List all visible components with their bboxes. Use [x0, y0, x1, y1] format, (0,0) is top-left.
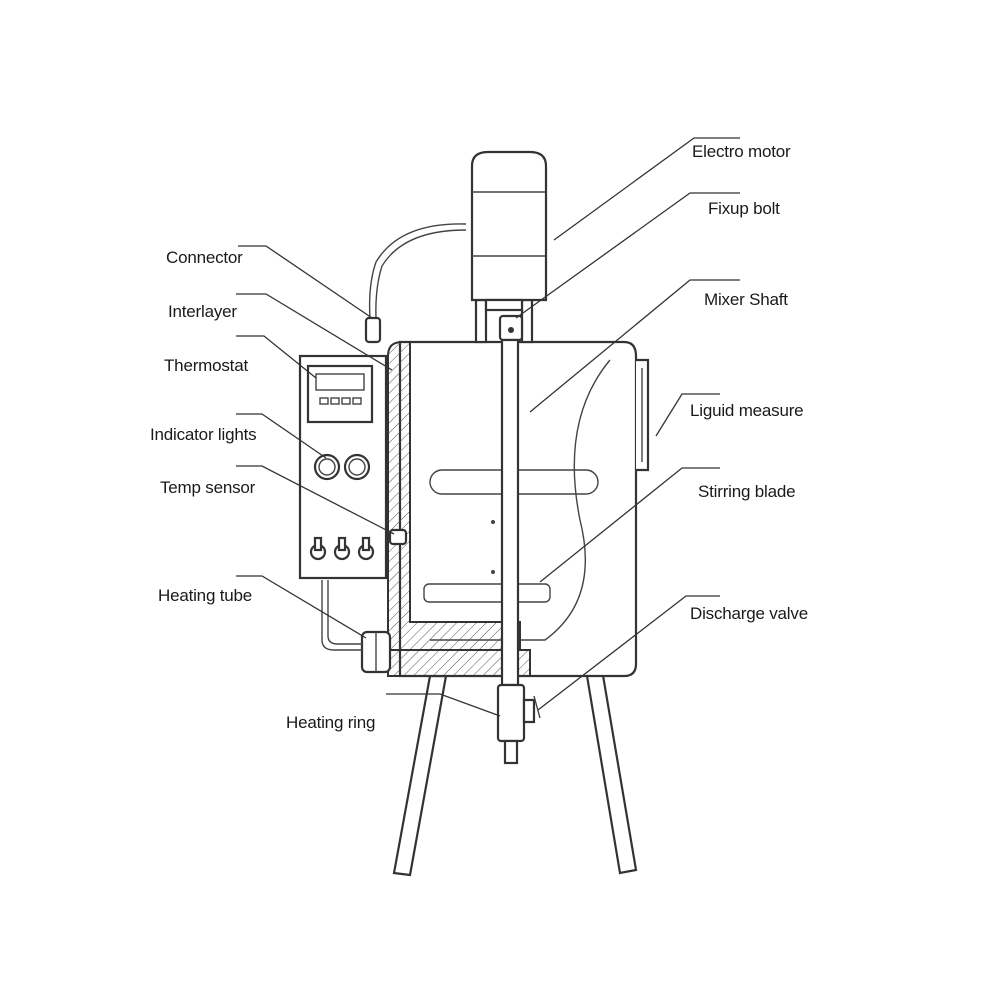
leader-lines	[236, 137, 740, 717]
switches	[309, 536, 375, 561]
heating-tube	[321, 580, 362, 651]
label-fixup-bolt: Fixup bolt	[708, 199, 780, 218]
label-mixer-shaft: Mixer Shaft	[704, 290, 788, 309]
fixup-bolt	[508, 327, 514, 333]
heating-ring	[360, 630, 392, 674]
label-liquid-measure: Liguid measure	[690, 401, 804, 420]
label-connector: Connector	[166, 248, 243, 267]
stirring-blade	[423, 583, 551, 603]
electro-motor	[470, 150, 548, 344]
mixer-shaft	[496, 314, 541, 765]
thermostat-unit	[306, 364, 374, 424]
label-stirring-blade: Stirring blade	[698, 482, 796, 501]
control-box	[298, 354, 388, 580]
discharge-valve	[522, 698, 536, 724]
temp-sensor	[388, 528, 408, 546]
label-temp-sensor: Temp sensor	[160, 478, 256, 497]
label-electro-motor: Electro motor	[692, 142, 791, 161]
label-thermostat: Thermostat	[164, 356, 248, 375]
connector-cable	[364, 223, 467, 344]
label-discharge-valve: Discharge valve	[690, 604, 808, 623]
label-interlayer: Interlayer	[168, 302, 237, 321]
label-heating-tube: Heating tube	[158, 586, 253, 605]
label-heating-ring: Heating ring	[286, 713, 376, 732]
label-indicator-lights: Indicator lights	[150, 425, 257, 444]
